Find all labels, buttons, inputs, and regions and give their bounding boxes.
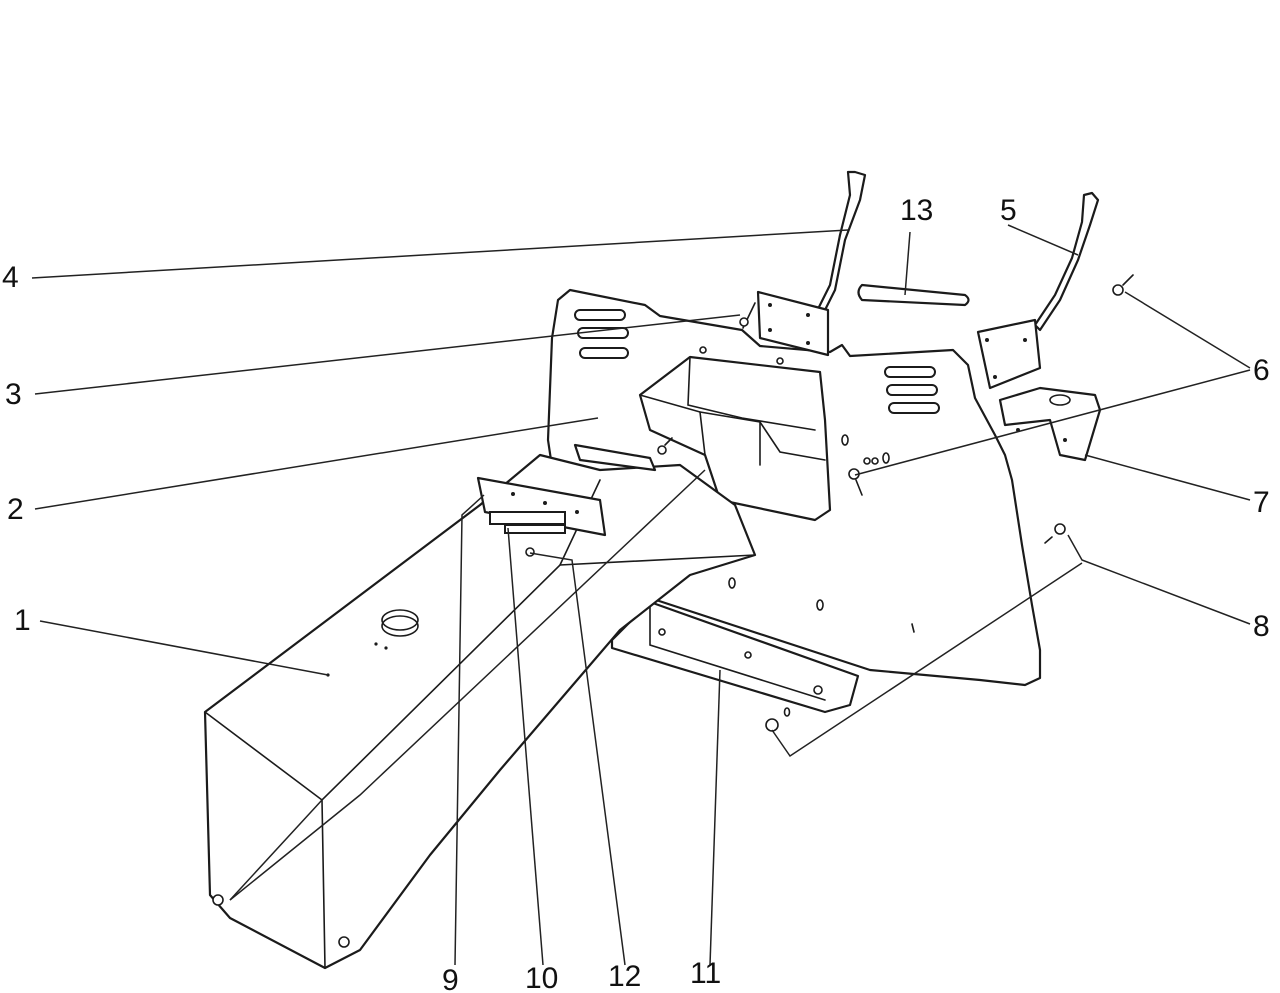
callout-5: 5 xyxy=(1000,194,1017,227)
air-duct xyxy=(638,355,832,522)
callout-4: 4 xyxy=(2,261,19,294)
callout-3: 3 xyxy=(5,378,22,411)
callout-9: 9 xyxy=(442,964,459,993)
leader-lines xyxy=(31,224,1251,966)
fastener-set-part-6 xyxy=(657,274,1134,496)
callout-12: 12 xyxy=(608,960,641,993)
nut-part-12 xyxy=(525,547,535,557)
callout-6: 6 xyxy=(1253,354,1270,387)
callout-1: 1 xyxy=(14,604,31,637)
fastener-set-part-8 xyxy=(765,523,1066,732)
callout-10: 10 xyxy=(525,962,558,993)
clip-part-10 xyxy=(504,524,566,534)
upper-clip xyxy=(573,443,657,472)
left-strut-part-4 xyxy=(756,170,867,357)
callout-7: 7 xyxy=(1253,486,1270,519)
callout-8: 8 xyxy=(1253,610,1270,643)
callout-labels: 4 3 2 1 13 5 6 7 8 9 10 12 11 xyxy=(2,194,1270,993)
bracket-part-7 xyxy=(998,386,1102,462)
callout-11: 11 xyxy=(690,957,721,990)
callout-13: 13 xyxy=(900,194,933,227)
main-housing-part-1 xyxy=(203,453,757,970)
screw-part-3 xyxy=(739,302,756,329)
right-strut-part-5 xyxy=(976,191,1100,390)
bar-part-13 xyxy=(857,283,970,307)
callout-2: 2 xyxy=(7,493,24,526)
